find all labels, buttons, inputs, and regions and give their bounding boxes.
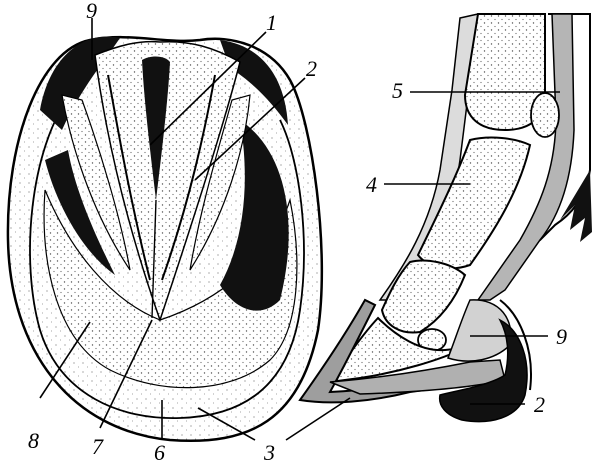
label-5: 5 — [392, 78, 403, 103]
bar-right — [189, 94, 251, 271]
leader-1 — [149, 31, 267, 146]
label-1: 1 — [266, 10, 277, 35]
label-2-section: 2 — [534, 392, 545, 417]
label-9-section: 9 — [556, 324, 567, 349]
digital-cushion — [447, 299, 512, 362]
frog — [94, 40, 241, 323]
long-pastern-bone — [416, 136, 532, 270]
label-3: 3 — [263, 440, 275, 464]
label-2-sole: 2 — [306, 56, 317, 81]
short-pastern-bone — [380, 259, 467, 334]
bar-left — [61, 94, 131, 271]
collateral-groove-right — [220, 120, 289, 311]
flexor-tendon — [476, 13, 575, 301]
leader-2-left — [194, 77, 306, 181]
frog-lateral-sulcus-right — [161, 74, 216, 281]
collateral-groove-left — [45, 150, 115, 275]
fetlock-hair — [560, 170, 592, 242]
label-7: 7 — [92, 434, 104, 459]
hoof-section-view — [285, 13, 592, 441]
frog-lateral-sulcus-left — [107, 74, 151, 281]
label-4: 4 — [366, 172, 377, 197]
leader-7 — [99, 319, 153, 429]
white-line — [29, 94, 305, 419]
hoof-sole-view — [6, 18, 324, 442]
heel-bulb-section — [438, 318, 528, 423]
label-8: 8 — [28, 428, 39, 453]
proximal-sesamoid — [530, 92, 560, 138]
label-9-sole: 9 — [86, 0, 97, 23]
frog-central-sulcus — [142, 56, 170, 201]
leader-3-a — [197, 407, 256, 441]
leader-3-b — [285, 397, 351, 441]
sole — [43, 189, 298, 389]
leader-8 — [39, 321, 91, 399]
label-6: 6 — [154, 440, 165, 464]
frog-apex-line — [151, 199, 157, 319]
